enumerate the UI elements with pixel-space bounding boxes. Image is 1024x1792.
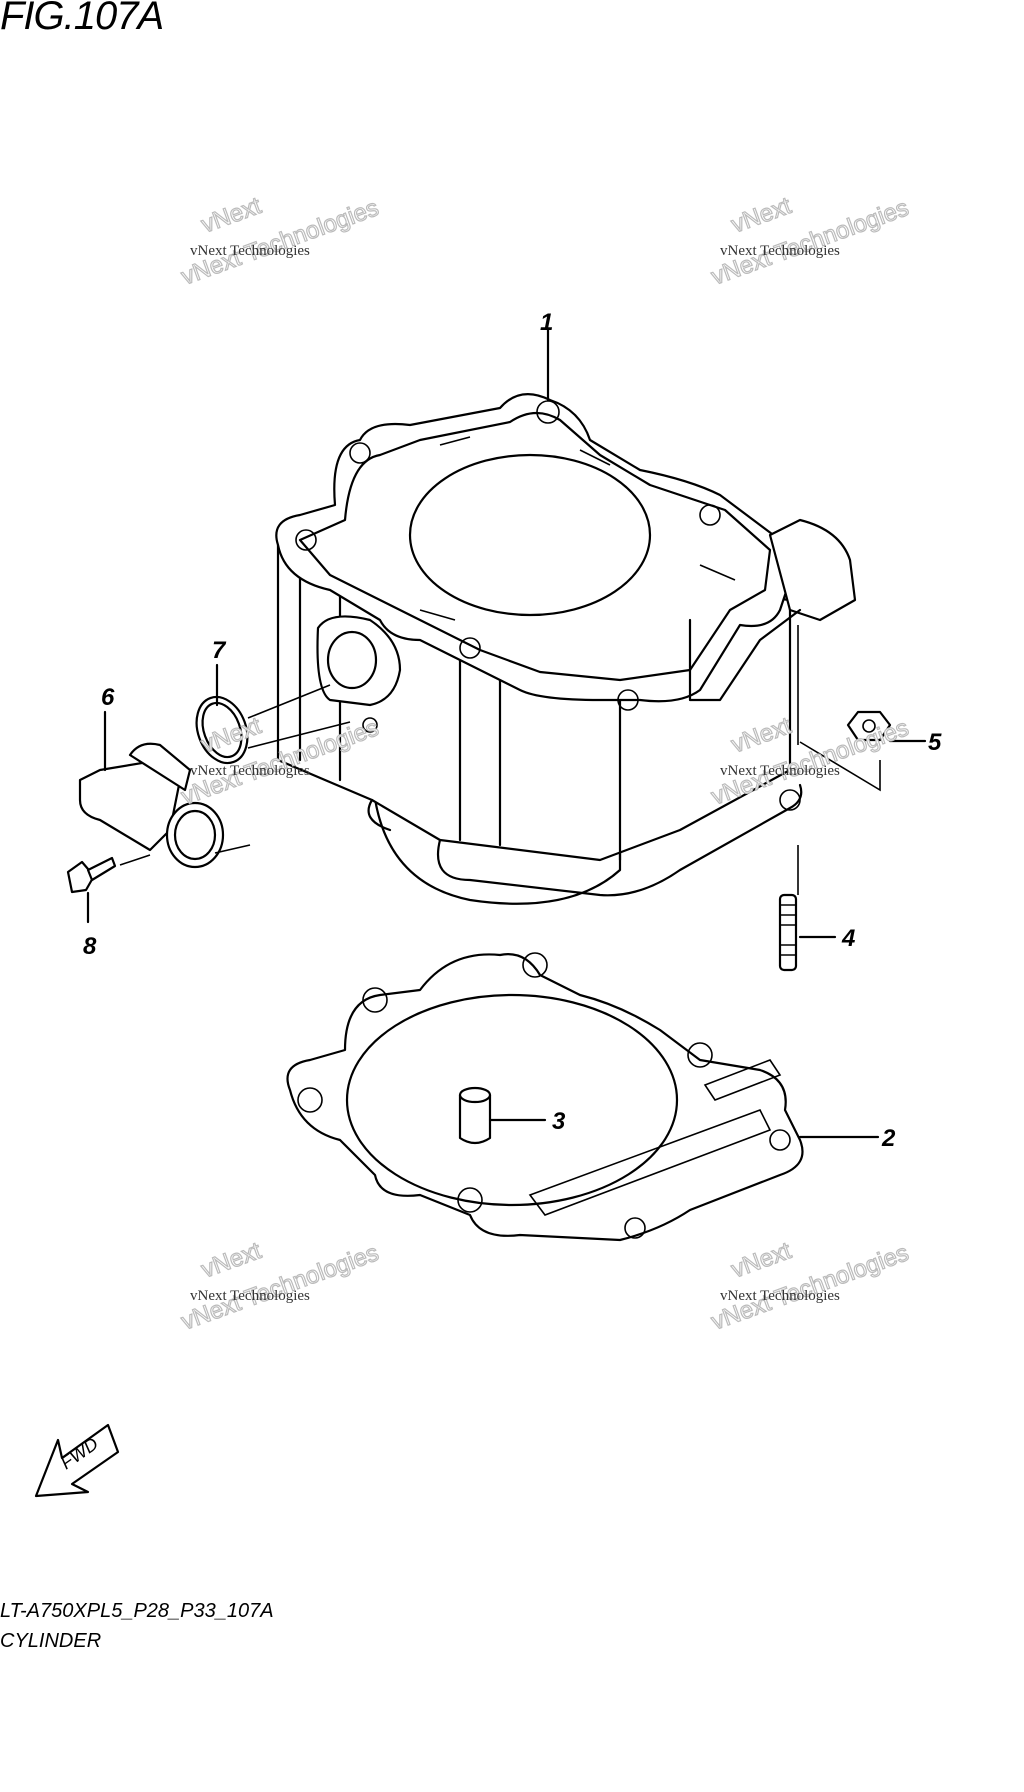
leader-lines <box>86 328 927 1139</box>
water-fitting-part <box>78 742 225 869</box>
svg-text:vNext Technologies: vNext Technologies <box>190 243 310 259</box>
svg-text:vNext Technologies: vNext Technologies <box>190 1288 310 1304</box>
fwd-arrow-icon: FWD <box>34 1423 120 1498</box>
watermark: vNext vNext Technologies vNext Technolog… <box>707 192 913 292</box>
svg-text:vNext Technologies: vNext Technologies <box>720 1288 840 1304</box>
callout-3: 3 <box>552 1108 566 1135</box>
o-ring-part <box>195 695 249 765</box>
callout-7: 7 <box>212 637 227 664</box>
caption-name: CYLINDER <box>0 1630 102 1652</box>
svg-text:vNext: vNext <box>728 192 795 238</box>
watermark: vNext vNext Technologies vNext Technolog… <box>177 1237 383 1337</box>
figure-title: FIG.107A <box>0 0 164 38</box>
svg-text:vNext: vNext <box>728 1237 795 1283</box>
nut-part <box>846 710 892 742</box>
stud-bolt-part <box>778 893 798 972</box>
callout-6: 6 <box>101 684 115 711</box>
callout-5: 5 <box>928 729 942 756</box>
dowel-pin-part <box>458 1086 492 1145</box>
svg-text:vNext Technologies: vNext Technologies <box>190 763 310 779</box>
bolt-part <box>66 856 117 894</box>
callout-1: 1 <box>540 309 553 336</box>
watermark: vNext vNext Technologies vNext Technolog… <box>177 192 383 292</box>
cylinder-part <box>275 392 857 905</box>
svg-text:vNext: vNext <box>198 192 265 238</box>
watermark: vNext vNext Technologies vNext Technolog… <box>707 1237 913 1337</box>
callout-8: 8 <box>83 933 97 960</box>
caption-code: LT-A750XPL5_P28_P33_107A <box>0 1600 274 1622</box>
svg-text:vNext Technologies: vNext Technologies <box>720 763 840 779</box>
svg-text:vNext: vNext <box>198 1237 265 1283</box>
callout-4: 4 <box>841 925 855 952</box>
callout-2: 2 <box>881 1125 896 1152</box>
gasket-part <box>286 952 804 1242</box>
svg-text:vNext Technologies: vNext Technologies <box>720 243 840 259</box>
